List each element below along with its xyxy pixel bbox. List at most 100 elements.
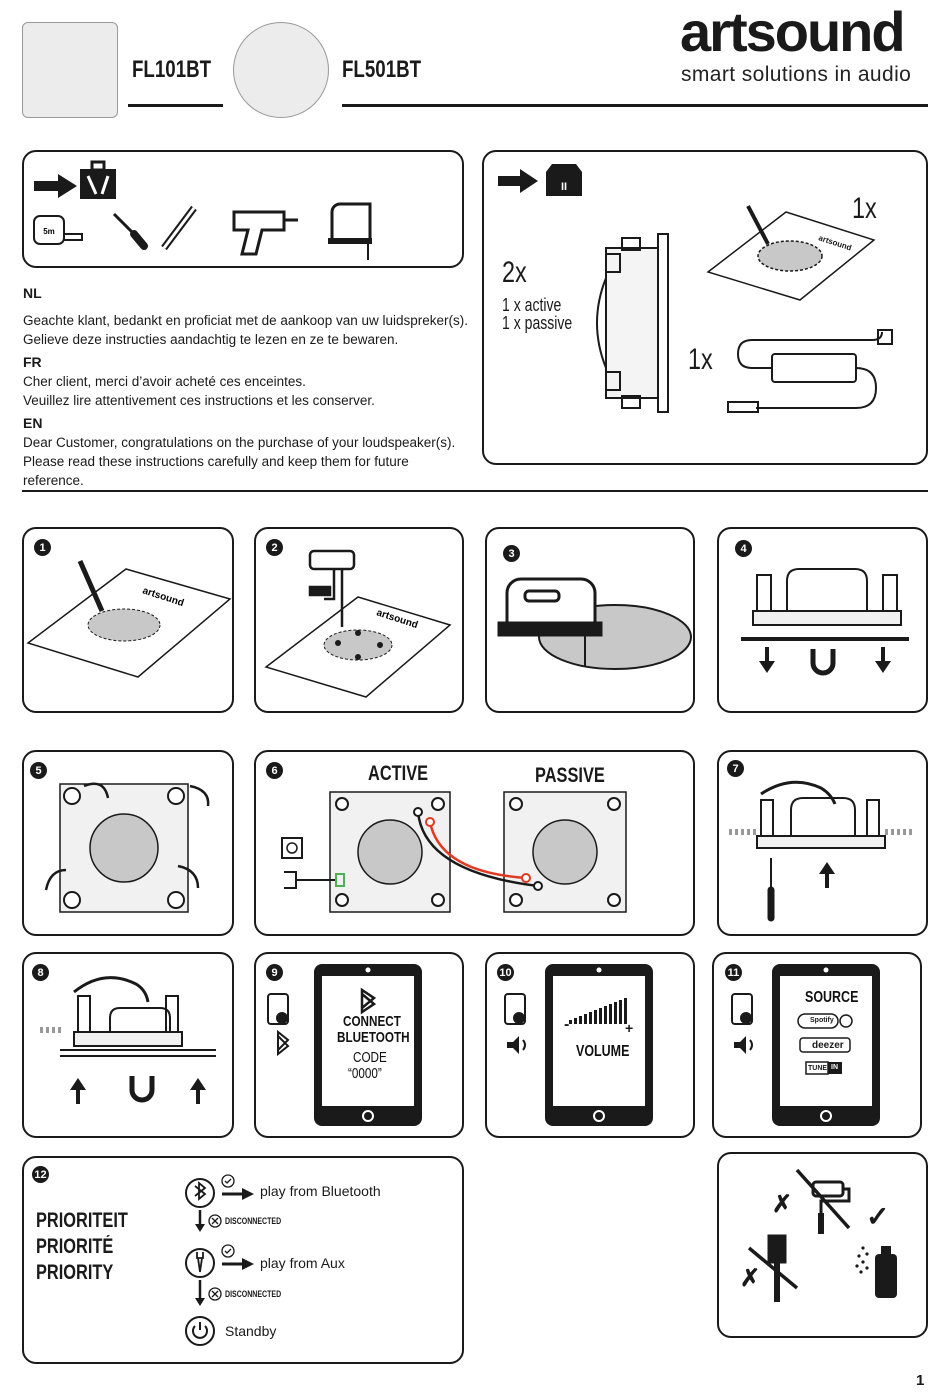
- arrow-down-icon: [195, 1280, 205, 1306]
- contents-passive: 1 x passive: [502, 313, 573, 333]
- bluetooth-icon: [360, 987, 377, 1015]
- brand-name: artsound: [680, 0, 906, 63]
- priority-title-en: PRIORITY: [36, 1261, 114, 1284]
- priority-disconnected-1: DISCONNECTED: [225, 1216, 282, 1226]
- step-1-illustration: artsound: [26, 559, 232, 678]
- product-square-image: [22, 22, 118, 118]
- intro-nl-line1: Geachte klant, bedankt en proficiat met …: [23, 313, 468, 328]
- code-value: “0000”: [348, 1065, 382, 1082]
- care-illustration: [747, 1168, 897, 1302]
- step-6-number: 6: [266, 762, 283, 779]
- wall-socket-icon: [281, 837, 303, 859]
- step-9-illustration: [267, 964, 422, 1126]
- lang-label-nl: NL: [23, 285, 42, 301]
- volume-bars: [569, 998, 627, 1024]
- aux-plug-icon: [185, 1248, 215, 1278]
- arrow-right-icon: [222, 1188, 254, 1200]
- priority-standby-label: Standby: [225, 1323, 277, 1339]
- step-11-number: 11: [725, 964, 742, 981]
- arrow-right-icon: [222, 1258, 254, 1270]
- arrow-icon: [34, 174, 77, 198]
- touch-phone-icon: [504, 993, 526, 1025]
- drill-icon: [308, 549, 356, 627]
- svg-text:II: II: [561, 181, 567, 193]
- code-label: CODE: [353, 1049, 387, 1066]
- step-1-template-brand: artsound: [141, 585, 185, 609]
- arrow-up-icon: [190, 1078, 206, 1104]
- priority-title-fr: PRIORITÉ: [36, 1235, 114, 1258]
- product-round-image: [233, 22, 329, 118]
- model-round-label: FL501BT: [342, 56, 422, 83]
- power-adapter: [727, 329, 893, 413]
- step-5-number: 5: [30, 762, 47, 779]
- paint-brush-icon: [747, 1234, 799, 1302]
- lang-label-fr: FR: [23, 354, 42, 370]
- arrow-down-icon: [759, 647, 775, 673]
- passive-label: PASSIVE: [535, 764, 605, 787]
- intro-fr-line1: Cher client, merci d’avoir acheté ces en…: [23, 374, 306, 389]
- volume-minus: -: [564, 1016, 570, 1033]
- step-12-number: 12: [32, 1166, 49, 1183]
- paint-roller-icon: [795, 1168, 851, 1234]
- magnet-icon: [810, 649, 836, 676]
- spotify-label: Spotify: [810, 1017, 834, 1024]
- step-3-number: 3: [503, 545, 520, 562]
- screwdriver-icon: [112, 212, 148, 250]
- step-2-number: 2: [266, 539, 283, 556]
- arrow-icon: [498, 169, 538, 193]
- priority-bt-label: play from Bluetooth: [260, 1183, 381, 1199]
- page-number: 1: [916, 1372, 925, 1389]
- intro-fr-line2: Veuillez lire attentivement ces instruct…: [23, 393, 375, 408]
- contents-active: 1 x active: [502, 295, 562, 315]
- connect-label-1: CONNECT: [343, 1013, 401, 1030]
- disconnected-icon: [208, 1214, 222, 1228]
- step-10-illustration: [504, 964, 653, 1126]
- step-4-illustration: [741, 568, 909, 676]
- drill-icon: [232, 210, 298, 256]
- contents-speaker-qty: 2x: [502, 256, 527, 289]
- touch-phone-icon: [267, 993, 289, 1025]
- contents-template-qty: 1x: [852, 192, 877, 225]
- step-7-number: 7: [727, 760, 744, 777]
- step-9-number: 9: [266, 964, 283, 981]
- jigsaw-icon: [328, 202, 372, 260]
- jigsaw-icon: [497, 577, 603, 667]
- contents-adapter-qty: 1x: [688, 343, 713, 376]
- in-label: IN: [831, 1064, 838, 1071]
- speaker-volume-icon: [734, 1036, 753, 1054]
- step-4-number: 4: [735, 540, 752, 557]
- model-square-underline: [128, 104, 223, 107]
- volume-label: VOLUME: [576, 1043, 630, 1060]
- tape-measure-icon: 5m: [33, 215, 83, 245]
- step-7-illustration: [729, 780, 913, 922]
- arrow-down-icon: [195, 1210, 205, 1232]
- step-3-illustration: [497, 577, 692, 670]
- brand-tagline: smart solutions in audio: [681, 63, 912, 86]
- step-10-number: 10: [497, 964, 514, 981]
- bluetooth-icon: [185, 1178, 215, 1208]
- lang-label-en: EN: [23, 415, 43, 431]
- power-plug-icon: [284, 871, 345, 889]
- active-label: ACTIVE: [368, 762, 429, 785]
- intro-nl-line2: Gelieve deze instructies aandachtig te l…: [23, 332, 399, 347]
- toolbox-icon: [80, 160, 116, 199]
- step-6-illustration: [281, 791, 627, 913]
- arrow-up-icon: [70, 1078, 86, 1104]
- deezer-label: deezer: [812, 1040, 844, 1051]
- brand-logo: artsound: [680, 0, 906, 63]
- contents-illustration: II artsound: [498, 164, 893, 413]
- step-2-illustration: artsound: [264, 549, 452, 698]
- touch-phone-icon: [731, 993, 753, 1025]
- tape-label: 5m: [43, 227, 55, 236]
- template-sheet: artsound: [706, 205, 876, 301]
- header-rule: [342, 104, 928, 107]
- step-2-panel: [254, 527, 464, 713]
- care-cross-roller: ✗: [772, 1191, 793, 1218]
- speaker-volume-icon: [507, 1036, 526, 1054]
- priority-aux-label: play from Aux: [260, 1255, 345, 1271]
- intro-en-line1: Dear Customer, congratulations on the pu…: [23, 435, 456, 450]
- model-square-label: FL101BT: [132, 56, 212, 83]
- step-1-number: 1: [34, 539, 51, 556]
- spray-can-icon: [855, 1246, 897, 1298]
- bluetooth-icon: [277, 1029, 290, 1057]
